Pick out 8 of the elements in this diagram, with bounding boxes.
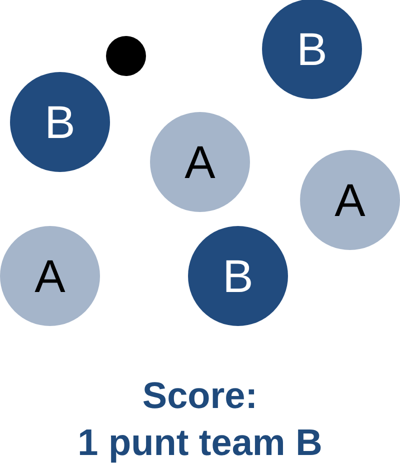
ball: B (262, 0, 362, 99)
ball: A (0, 226, 100, 326)
ball: B (188, 226, 288, 326)
score-caption: Score: 1 punt team B (76, 374, 324, 465)
ball: B (10, 72, 110, 172)
jack-ball (106, 36, 146, 76)
ball: A (300, 150, 400, 250)
ball: A (150, 112, 250, 212)
